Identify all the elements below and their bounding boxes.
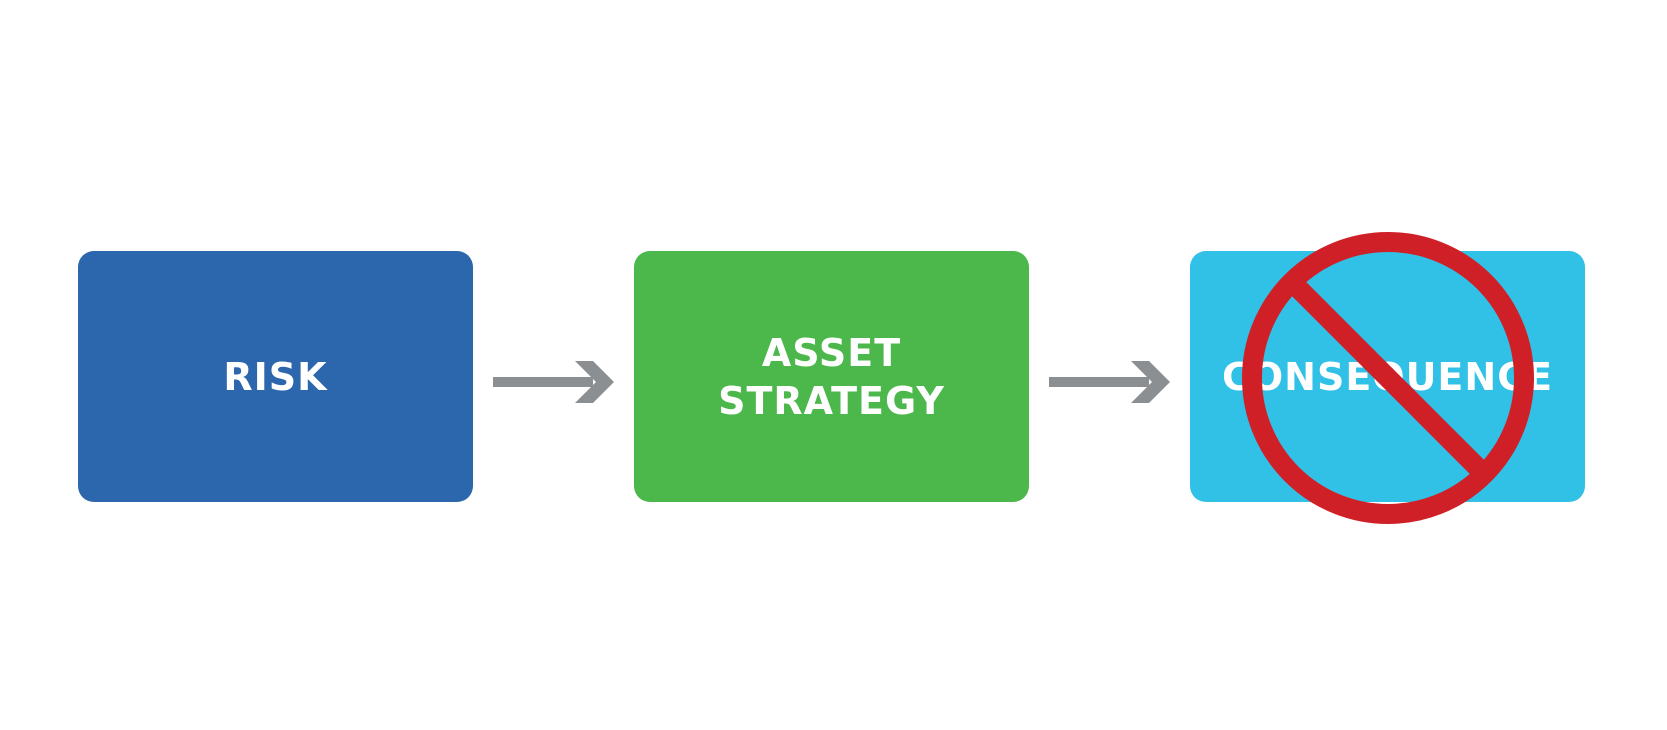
prohibition-icon [1242,232,1534,524]
asset-strategy-line-2: STRATEGY [718,378,945,423]
arrow-head [1131,361,1170,403]
prohibition-ring [1242,232,1534,524]
arrow-shaft [1049,377,1149,387]
risk-box: RISK [78,251,473,502]
arrow-right-icon [493,361,614,403]
asset-strategy-box: ASSET STRATEGY [634,251,1029,502]
arrow-head [575,361,614,403]
prohibition-slash [1286,276,1490,480]
arrow-shaft [493,377,593,387]
asset-strategy-line-1: ASSET [761,330,902,375]
asset-strategy-label: ASSET STRATEGY [718,329,945,425]
arrow-right-icon [1049,361,1170,403]
risk-label: RISK [223,354,328,399]
